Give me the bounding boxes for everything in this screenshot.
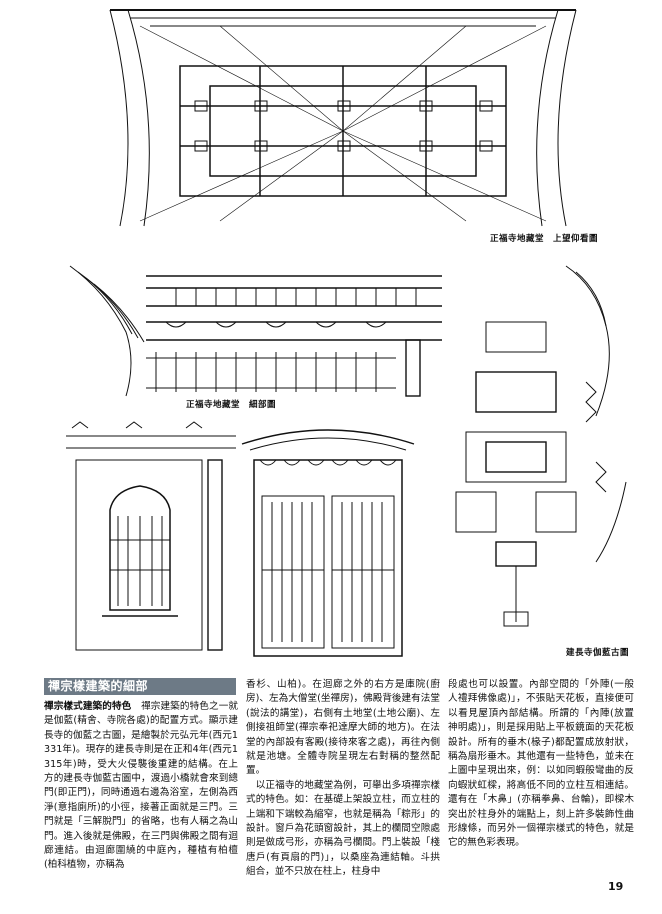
plan-monks-hall	[455, 491, 497, 533]
plan-kitchen	[535, 491, 577, 533]
ceiling-radiating-lines	[139, 25, 547, 222]
ceiling-brackets	[194, 100, 493, 152]
flower-head-window	[109, 485, 171, 611]
caption-plan: 建長寺伽藍古圖	[566, 648, 630, 658]
plan-sanmon-gate	[495, 541, 537, 567]
roof-curves	[69, 265, 145, 397]
ceiling-beams	[179, 65, 507, 197]
railing	[146, 352, 396, 392]
plan-dharma-hall	[475, 371, 557, 413]
column2-body: 香杉、山柏)。在迴廊之外的右方是庫院(廚房)、左為大僧堂(坐禪房)，佛殿背後建有…	[246, 679, 440, 777]
door-leaf-left	[261, 495, 325, 649]
plan-hall-rear	[485, 321, 547, 353]
temple-plan-illustration	[446, 262, 634, 644]
lead-heading: 禪宗樣式建築的特色	[44, 701, 132, 712]
plan-courtyard	[465, 431, 567, 483]
window-column	[207, 459, 223, 651]
page-number: 19	[608, 880, 624, 893]
ceiling-illustration	[100, 6, 586, 230]
column	[405, 339, 421, 397]
door-frame	[253, 459, 403, 657]
wall-frame	[75, 459, 203, 651]
text-column-3: 段處也可以設置。內部空間的「外陣(一般人禮拜佛像處)」，不張貼天花板，直接便可以…	[448, 678, 634, 851]
text-column-1: 禪宗樣式建築的特色 禪宗建築的特色之一就是伽藍(精舍、寺院各處)的配置方式。顯示…	[44, 700, 238, 873]
plan-main-gate	[503, 611, 529, 627]
window-illustration	[66, 420, 236, 656]
caption-ceiling: 正福寺地藏堂 上望仰看圖	[490, 234, 599, 244]
plan-buddha-hall	[485, 441, 547, 473]
text-column-2: 香杉、山柏)。在迴廊之外的右方是庫院(廚房)、左為大僧堂(坐禪房)，佛殿背後建有…	[246, 678, 440, 880]
eave-beams	[146, 275, 442, 341]
door-leaf-right	[331, 495, 395, 649]
detail-elevation-illustration	[66, 262, 446, 400]
ceiling-rafters	[109, 9, 577, 227]
column3-body: 段處也可以設置。內部空間的「外陣(一般人禮拜佛像處)」，不張貼天花板，直接便可以…	[448, 679, 634, 849]
caption-detail: 正福寺地藏堂 細部圖	[186, 400, 277, 410]
column1-body: 禪宗建築的特色之一就是伽藍(精舍、寺院各處)的配置方式。顯示建長寺的伽藍之古圖，…	[44, 701, 239, 871]
column2-body2: 以正福寺的地藏堂為例，可舉出多項禪宗樣式的特色。如：在基礎上架設立柱，而立柱的上…	[246, 779, 440, 878]
door-illustration	[240, 420, 416, 662]
section-title: 禪宗樣建築的細部	[44, 678, 236, 695]
hill-outline	[565, 265, 610, 417]
bracket-sets	[165, 288, 417, 328]
